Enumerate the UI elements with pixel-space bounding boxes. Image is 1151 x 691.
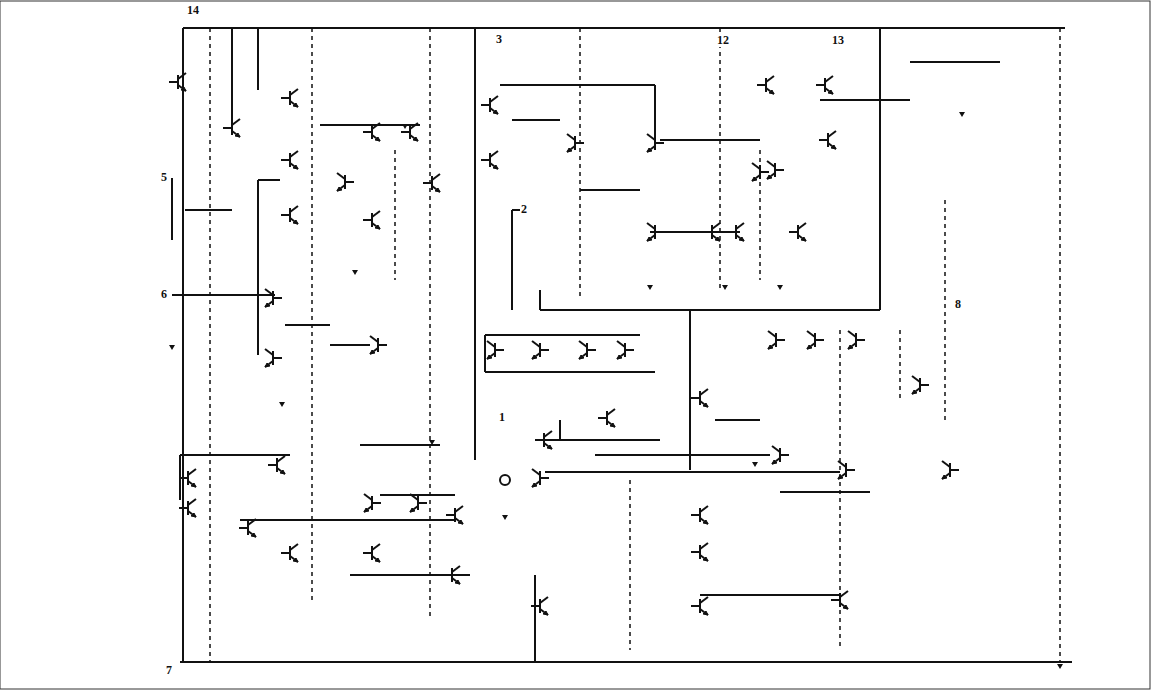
pin-number: 3 <box>495 33 503 46</box>
pin-number: 7 <box>165 664 173 677</box>
pin-number: 14 <box>186 4 200 17</box>
pin-number: 12 <box>716 34 730 47</box>
pin-number: 8 <box>954 298 962 311</box>
pin-number: 6 <box>160 288 168 301</box>
pin-number: 13 <box>831 34 845 47</box>
pin-number: 5 <box>160 171 168 184</box>
pin-number: 2 <box>520 203 528 216</box>
pin-number: 1 <box>498 411 506 424</box>
